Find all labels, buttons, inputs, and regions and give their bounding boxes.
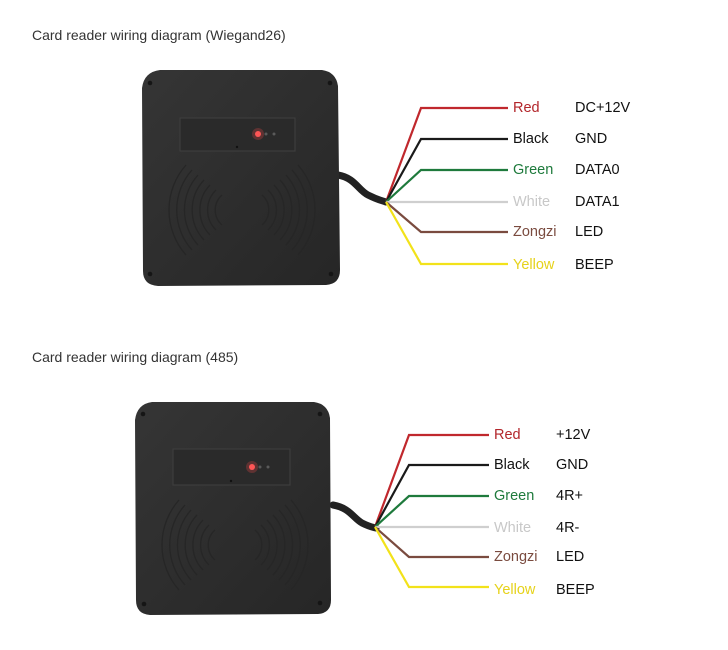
display-window-icon [172,448,291,486]
cable-icon [334,171,390,206]
signal-label-beep: BEEP [575,257,614,273]
card-reader-illustration [142,70,508,286]
wire-label-white: White [494,520,532,536]
signal-label-gnd: GND [556,457,589,473]
diagram-title-485: Card reader wiring diagram (485) [32,349,239,365]
cable-icon [329,501,380,532]
rf-wave-icon [168,164,316,256]
signal-label-4r-minus: 4R- [556,520,580,536]
wiring-diagram-wiegand26: Red DC+12V Black GND Green DATA0 White D… [0,60,728,320]
wire-label-black: Black [513,131,549,147]
wiring-diagram-485: Red +12V Black GND Green 4R+ White 4R- Z… [0,390,728,650]
wire-fan-icon [384,106,508,266]
signal-label-dc12v: DC+12V [575,100,631,116]
signal-label-12v: +12V [556,427,591,443]
rf-wave-icon [161,499,309,591]
wire-label-white: White [513,194,551,210]
signal-label-data1: DATA1 [575,194,620,210]
led-indicator-icon [249,464,255,470]
wire-label-zongzi: Zongzi [513,224,557,240]
wire-label-yellow: Yellow [494,582,536,598]
wire-label-black: Black [494,457,530,473]
diagram-title-wiegand26: Card reader wiring diagram (Wiegand26) [32,27,286,43]
wire-label-green: Green [513,162,554,178]
wire-label-yellow: Yellow [513,257,555,273]
card-reader-body-icon [135,402,331,615]
wire-label-green: Green [494,488,535,504]
signal-label-beep: BEEP [556,582,595,598]
wire-label-red: Red [494,427,521,443]
wire-label-red: Red [513,100,540,116]
signal-label-led: LED [556,549,585,565]
signal-label-gnd: GND [575,131,608,147]
signal-label-data0: DATA0 [575,162,620,178]
wire-fan-icon [373,433,489,589]
signal-label-4r-plus: 4R+ [556,488,584,504]
wire-label-zongzi: Zongzi [494,549,538,565]
card-reader-body-icon [142,70,340,286]
signal-label-led: LED [575,224,604,240]
display-window-icon [179,117,296,152]
led-indicator-icon [255,131,261,137]
card-reader-illustration [135,402,489,615]
